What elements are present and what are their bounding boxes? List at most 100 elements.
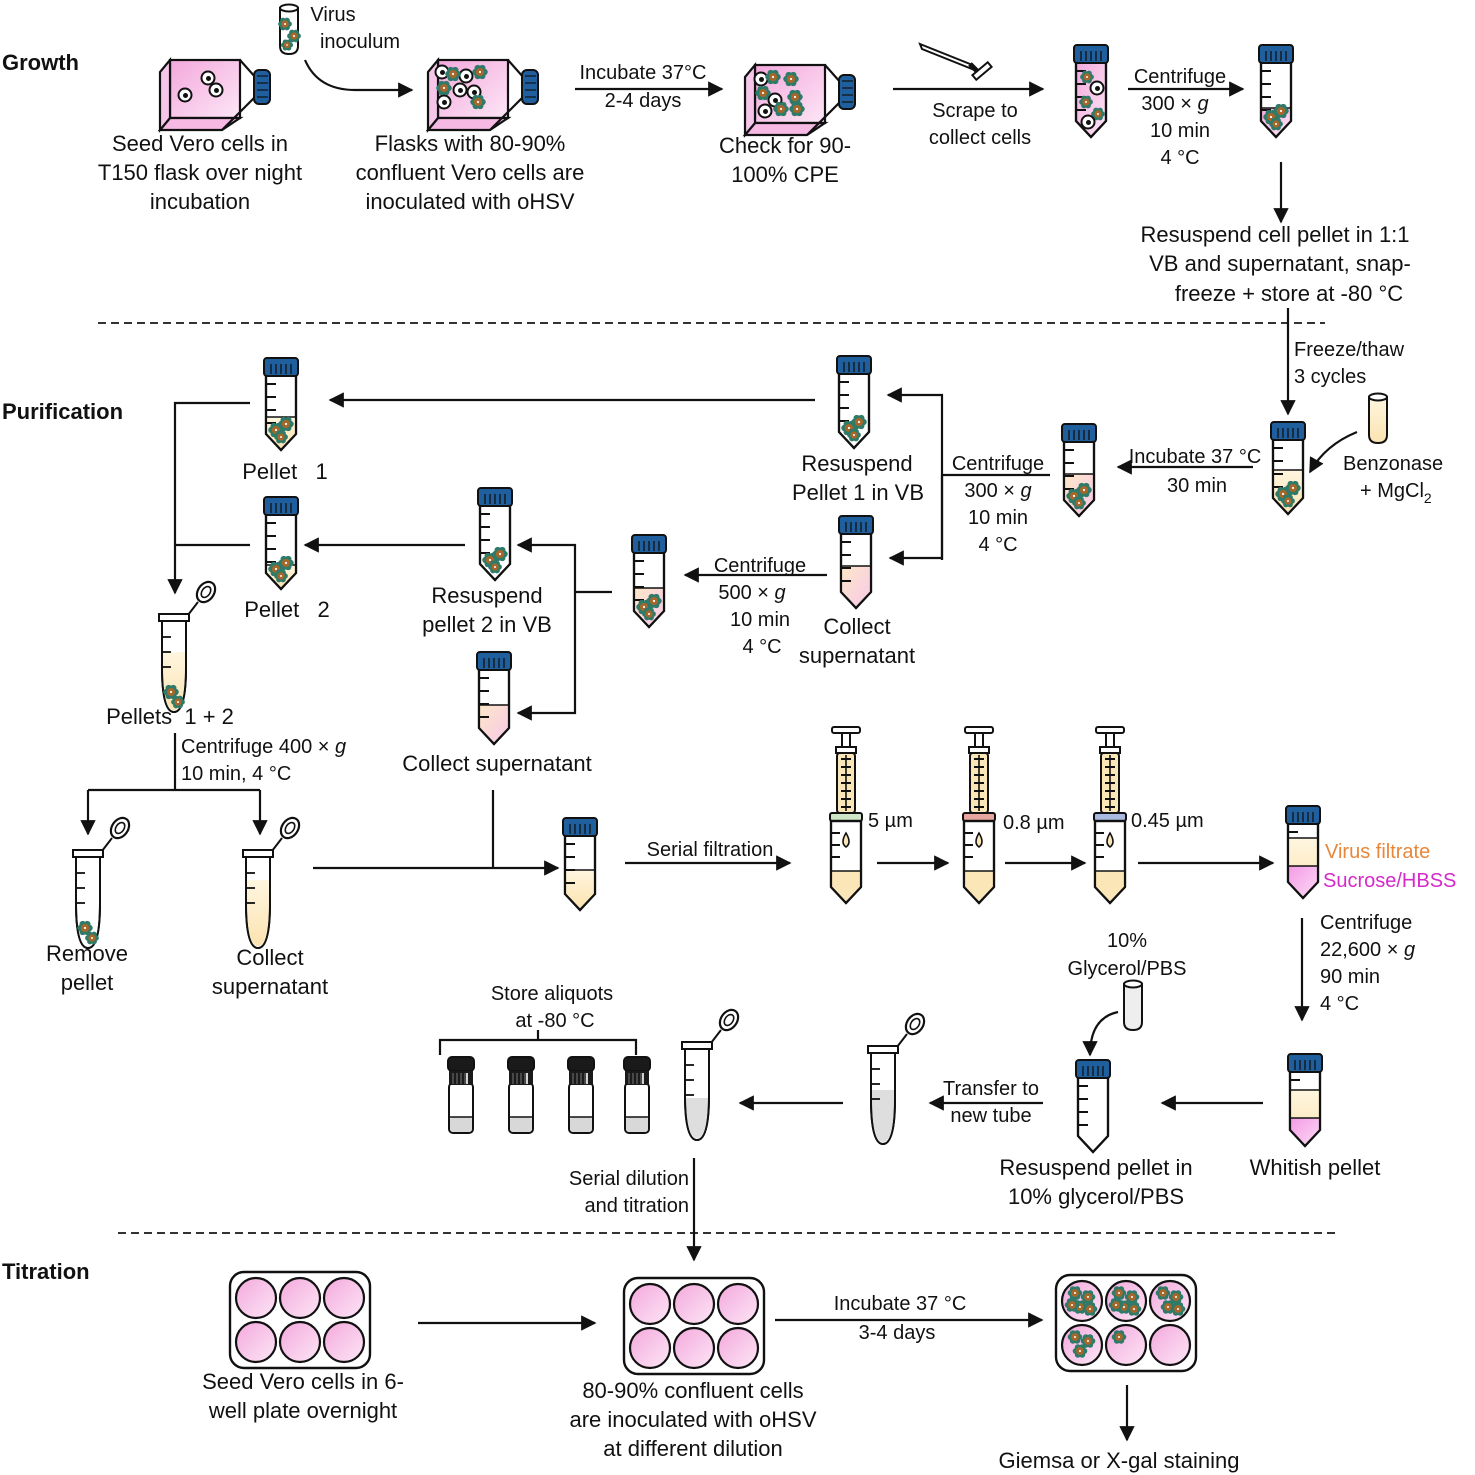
- centrifuge1-label: Centrifuge: [952, 453, 1044, 475]
- centrifuge2-time: 10 min: [730, 609, 790, 631]
- virus-icon: [77, 920, 93, 936]
- centrifuge-label: Centrifuge: [1134, 66, 1226, 88]
- virus-icon: [1080, 1290, 1096, 1304]
- glycerol-label: 10%: [1107, 930, 1147, 952]
- seed-flask-label: incubation: [150, 189, 250, 214]
- whitish-pellet-label: Whitish pellet: [1250, 1155, 1381, 1180]
- transfer-label: Transfer to: [943, 1078, 1039, 1100]
- arrow-to-collect-sup2: [516, 592, 577, 721]
- centrifuge4-label: Centrifuge: [1320, 912, 1412, 934]
- arrow-to-resuspend-p2: [516, 537, 577, 592]
- virus-icon: [1076, 482, 1092, 498]
- aliquot-bracket: [438, 1030, 638, 1055]
- virus-icon: [1273, 103, 1289, 119]
- cell-icon: [1080, 114, 1096, 130]
- well: [234, 1276, 278, 1320]
- incubated-tube-icon: [1061, 423, 1097, 518]
- virus-icon: [1269, 117, 1283, 131]
- incubate-label: Incubate 37°C: [580, 62, 707, 84]
- well: [1148, 1323, 1192, 1367]
- transfer-label: new tube: [950, 1105, 1031, 1127]
- virus-icon: [642, 607, 656, 621]
- benzonase-tube-icon: [1368, 392, 1388, 445]
- centrifuge1-speed: 300 × g: [964, 480, 1031, 502]
- benzonase-label: + MgCl2: [1360, 480, 1432, 506]
- virus-icon: [163, 684, 179, 700]
- virus-inoculum-tube-icon: [278, 3, 301, 56]
- cell-icon: [208, 82, 224, 98]
- resuspend-glycerol-label: 10% glycerol/PBS: [1008, 1184, 1184, 1209]
- store-aliquots-label: Store aliquots: [491, 983, 613, 1005]
- thawed-tube-icon: [1270, 421, 1306, 516]
- virus-icon: [436, 80, 452, 96]
- incubate-titration-label: Incubate 37 °C: [834, 1293, 967, 1315]
- well: [278, 1276, 322, 1320]
- syringe-filter-5um-icon: [829, 726, 863, 905]
- well: [322, 1320, 366, 1364]
- glycerol-label: Glycerol/PBS: [1068, 958, 1187, 980]
- well: [1148, 1279, 1192, 1323]
- seed-plate-icon: [228, 1270, 372, 1370]
- collect-sup1-label: Collect: [823, 614, 890, 639]
- virus-icon: [789, 101, 805, 117]
- virus-icon: [278, 17, 292, 31]
- filter-0.8um-label: 0.8 µm: [1003, 812, 1065, 834]
- virus-icon: [470, 94, 486, 110]
- cell-icon: [177, 87, 193, 103]
- virus-inoculum-label: inoculum: [320, 31, 400, 53]
- pellets-combined-label: Pellets 1 + 2: [106, 704, 234, 729]
- seed-flask-label: Seed Vero cells in: [112, 131, 288, 156]
- well: [234, 1320, 278, 1364]
- collect-sup1-tube-icon: [838, 515, 874, 610]
- arrow-pellet1-to-combined: [167, 401, 250, 595]
- cell-icon: [458, 68, 474, 84]
- virus-icon: [445, 66, 461, 82]
- cpe-flask-icon: [742, 61, 856, 139]
- inoculated-flask-icon: [425, 56, 539, 134]
- filter-0.45um-label: 0.45 µm: [1131, 810, 1204, 832]
- well: [716, 1326, 760, 1370]
- centrifuge1-temp: 4 °C: [978, 534, 1017, 556]
- pellet1-tube-icon: [263, 357, 299, 452]
- virus-icon: [278, 555, 294, 571]
- well: [322, 1276, 366, 1320]
- centrifuge2-label: Centrifuge: [714, 555, 806, 577]
- well: [1060, 1323, 1104, 1367]
- resuspend-pellet1-tube-icon: [836, 355, 872, 450]
- arrow-to-resuspend-p1: [886, 387, 944, 560]
- cell-icon: [1089, 80, 1105, 96]
- virus-icon: [274, 430, 288, 444]
- virus-icon: [787, 89, 803, 105]
- store-aliquots-label: at -80 °C: [515, 1010, 594, 1032]
- virus-icon: [1067, 1286, 1083, 1300]
- virus-icon: [1080, 70, 1094, 84]
- virus-icon: [1091, 107, 1105, 121]
- virus-icon: [765, 69, 781, 85]
- virus-icon: [1126, 1302, 1142, 1316]
- whitish-pellet-tube-icon: [1287, 1053, 1323, 1148]
- syringe-filter-045um-icon: [1093, 726, 1127, 905]
- virus-icon: [1072, 1344, 1088, 1358]
- check-cpe-label: 100% CPE: [731, 162, 839, 187]
- virus-icon: [1072, 496, 1086, 510]
- arrow-layer: [80, 59, 1358, 1442]
- seed-flask-label: T150 flask over night: [98, 160, 302, 185]
- centrifuge1-time: 10 min: [968, 507, 1028, 529]
- serial-filtration-label: Serial filtration: [647, 839, 774, 861]
- collect-sup3-label: supernatant: [212, 974, 328, 999]
- resuspend-label: Resuspend cell pellet in 1:1: [1140, 222, 1409, 247]
- well: [716, 1282, 760, 1326]
- resuspend-p2-label: pellet 2 in VB: [422, 612, 552, 637]
- virus-icon: [488, 560, 502, 574]
- gradient-tube-icon: [1285, 805, 1321, 900]
- inoculated-plate-icon: [622, 1276, 766, 1376]
- arrow-add-glycerol: [1082, 1010, 1119, 1057]
- resuspend-p1-label: Resuspend: [801, 451, 912, 476]
- collect-sup3-label: Collect: [236, 945, 303, 970]
- incubate-label: 2-4 days: [605, 90, 682, 112]
- well: [628, 1326, 672, 1370]
- serial-dilution-label: and titration: [584, 1195, 689, 1217]
- virus-icon: [278, 416, 294, 432]
